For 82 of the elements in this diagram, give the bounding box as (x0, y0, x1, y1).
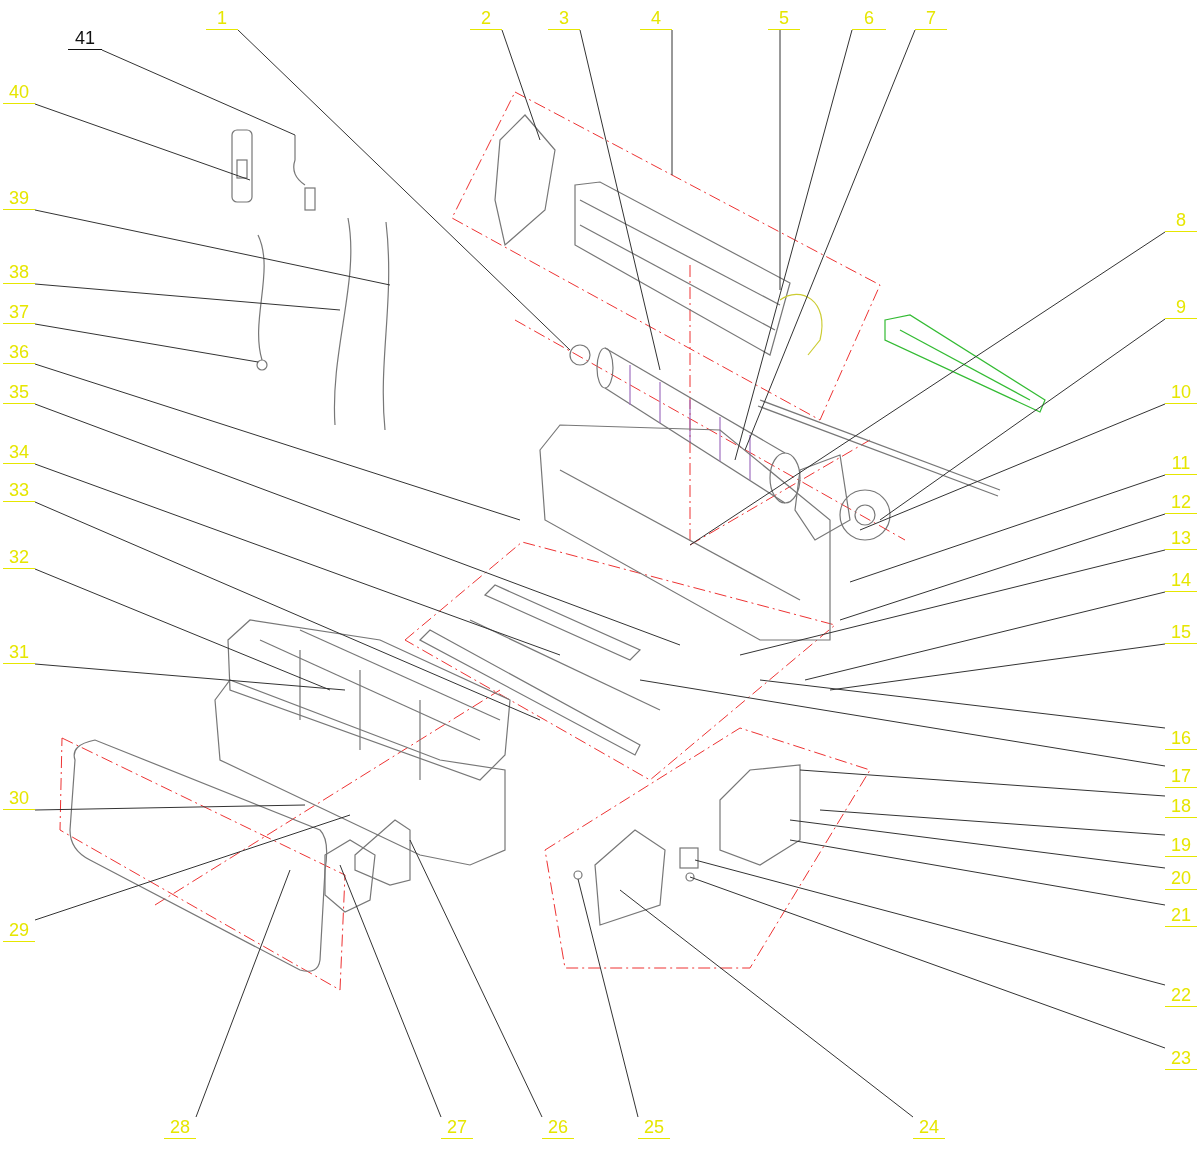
callout-number: 15 (1165, 622, 1197, 644)
leader-line (619, 889, 914, 1118)
leader-line (694, 859, 1166, 986)
callout-number: 5 (768, 8, 800, 30)
callout-number: 35 (3, 382, 35, 404)
callout-number: 28 (164, 1117, 196, 1139)
callout-number: 33 (3, 480, 35, 502)
leader-line (849, 474, 1166, 583)
callout-number: 8 (1165, 210, 1197, 232)
leader-line (759, 679, 1166, 729)
callout-number: 22 (1165, 985, 1197, 1007)
callout-number: 26 (542, 1117, 574, 1139)
leader-line (789, 839, 1166, 906)
leader-line (829, 643, 1166, 691)
leader-line (409, 839, 543, 1118)
callout-number: 31 (3, 642, 35, 664)
leader-line (34, 663, 346, 691)
callout-number: 23 (1165, 1048, 1197, 1070)
callout-number: 39 (3, 188, 35, 210)
leader-line (639, 679, 1166, 767)
leader-line (804, 591, 1166, 681)
leader-line (34, 804, 306, 811)
callout-number: 13 (1165, 528, 1197, 550)
callout-number: 18 (1165, 796, 1197, 818)
leader-line (34, 568, 331, 691)
callout-number: 11 (1165, 453, 1197, 475)
callout-number: 40 (3, 82, 35, 104)
leader-line (34, 463, 561, 656)
leader-line (34, 501, 541, 721)
leader-line (34, 403, 681, 646)
leader-line (671, 29, 673, 176)
callout-number: 32 (3, 547, 35, 569)
leader-line (799, 769, 1166, 797)
callout-number: 1 (206, 8, 238, 30)
callout-number: 25 (638, 1117, 670, 1139)
leader-line (879, 318, 1166, 521)
callout-number: 2 (470, 8, 502, 30)
callout-number: 19 (1165, 835, 1197, 857)
leader-line (744, 29, 916, 451)
leader-line (689, 231, 1166, 546)
leader-line (34, 363, 521, 521)
callout-number: 12 (1165, 492, 1197, 514)
callout-number: 9 (1165, 297, 1197, 319)
leader-line (34, 814, 351, 921)
callout-number: 37 (3, 302, 35, 324)
callout-number: 41 (68, 28, 102, 50)
leader-line (34, 283, 341, 311)
leader-line (34, 209, 391, 286)
leader-line (789, 819, 1166, 869)
callout-number: 36 (3, 342, 35, 364)
callout-number: 3 (548, 8, 580, 30)
leader-line (501, 29, 541, 141)
callout-number: 24 (913, 1117, 945, 1139)
leader-line (577, 878, 639, 1118)
leader-line (839, 513, 1166, 621)
callout-number: 6 (852, 8, 886, 30)
leader-line (339, 864, 442, 1118)
callout-number: 16 (1165, 728, 1197, 750)
callout-number: 38 (3, 262, 35, 284)
callout-number: 20 (1165, 868, 1197, 890)
callout-number: 4 (640, 8, 672, 30)
callout-number: 10 (1165, 382, 1197, 404)
leader-line (34, 103, 251, 181)
callout-number: 7 (915, 8, 947, 30)
leader-line (779, 29, 781, 291)
leader-line (237, 29, 571, 351)
leader-line (101, 49, 296, 136)
callout-number: 17 (1165, 766, 1197, 788)
callout-number: 14 (1165, 570, 1197, 592)
callout-number: 30 (3, 788, 35, 810)
leader-line (734, 29, 853, 461)
leader-line (739, 549, 1166, 656)
leader-line (579, 29, 661, 371)
callout-number: 29 (3, 920, 35, 942)
leader-line (195, 869, 291, 1118)
leader-line (859, 403, 1166, 531)
callout-number: 34 (3, 442, 35, 464)
callout-number: 21 (1165, 905, 1197, 927)
callout-number: 27 (441, 1117, 473, 1139)
leader-line (819, 809, 1166, 836)
leader-line (34, 323, 259, 363)
leader-line (689, 876, 1166, 1049)
